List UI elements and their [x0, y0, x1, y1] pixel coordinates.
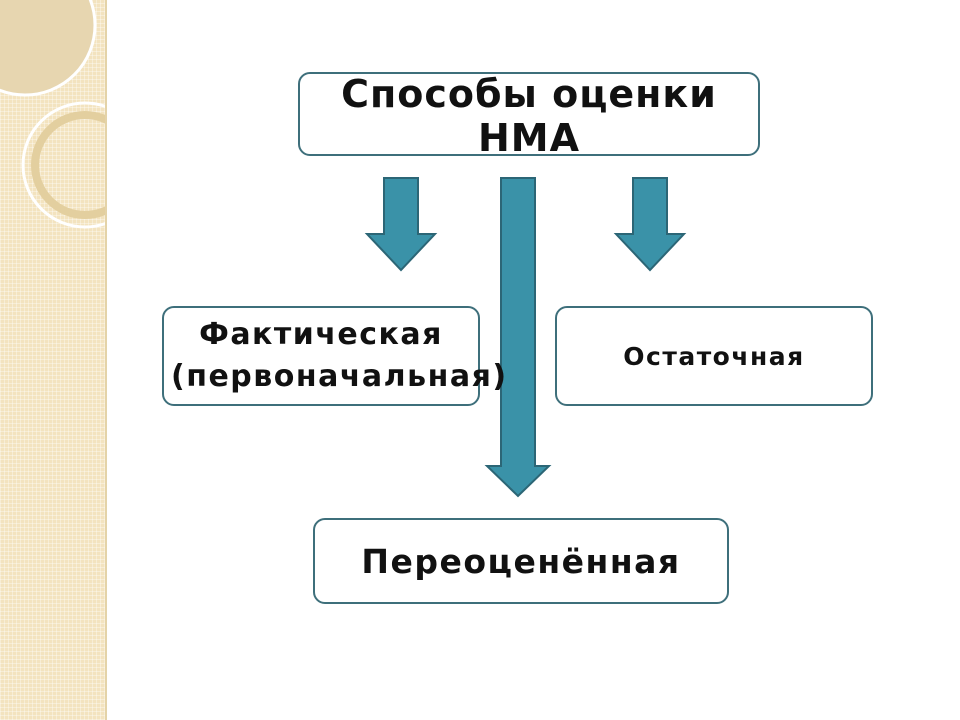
- node-box-bottom: Переоценённая: [313, 518, 729, 604]
- title-text: Способы оценки НМА: [341, 72, 717, 160]
- decorative-rings: [0, 0, 105, 229]
- ring-top: [0, 0, 97, 97]
- node-box-right: Остаточная: [555, 306, 873, 406]
- node-left-label: Фактическая (первоначальная): [171, 317, 508, 394]
- arrow-to-left: [364, 177, 438, 272]
- decorative-sidebar: [0, 0, 107, 720]
- title-box: Способы оценки НМА: [298, 72, 760, 160]
- node-box-left: Фактическая (первоначальная): [162, 306, 508, 406]
- ring-middle-inner: [31, 111, 105, 219]
- arrow-to-bottom: [484, 177, 552, 498]
- ring-middle-outer: [21, 101, 105, 229]
- arrow-to-right: [613, 177, 687, 272]
- node-bottom-label: Переоценённая: [361, 541, 681, 581]
- node-right-label: Остаточная: [623, 341, 805, 371]
